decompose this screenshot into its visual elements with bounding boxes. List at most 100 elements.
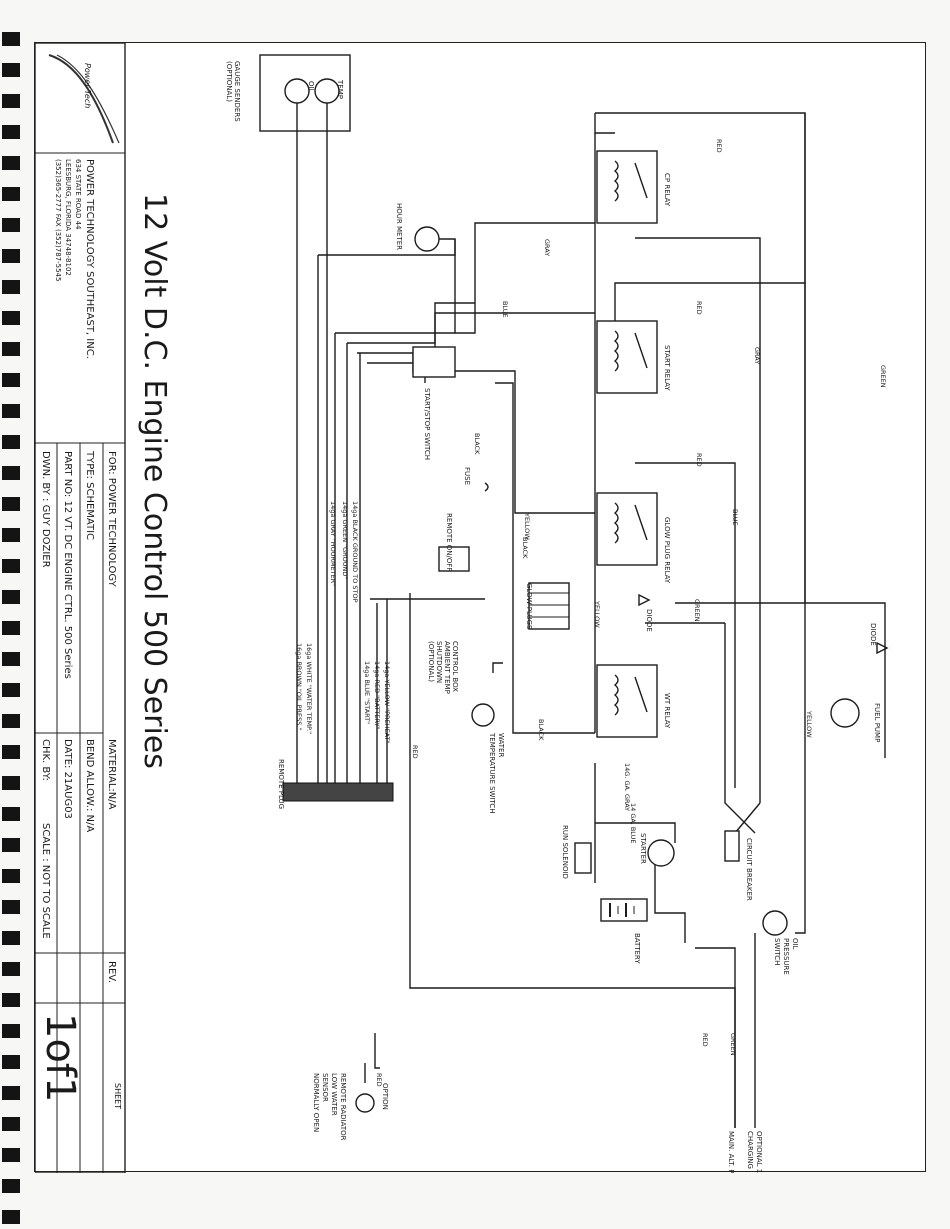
radiator-sensor-label-4: NORMALLY OPEN	[312, 1073, 320, 1132]
battery: BATTERY	[600, 898, 648, 964]
ambient-temp-shutdown: CONTROL BOX AMBIENT TEMP SHUTDOWN (OPTIO…	[427, 641, 503, 694]
fuse-label: FUSE	[463, 467, 471, 485]
remote-on-off-label: REMOTE ON/OFF	[445, 513, 453, 571]
binding-ring	[2, 652, 20, 666]
oil-pressure-switch-label-2: PRESSURE	[782, 938, 790, 975]
water-temp-switch-label-1: WATER	[497, 733, 505, 757]
optional-charging-label-1: OPTIONAL 12VDC	[755, 1131, 763, 1173]
binding-ring	[2, 838, 20, 852]
schematic-sheet: Power Tech POWER TECHNOLOGY SOUTHEAST, I…	[34, 42, 926, 1193]
plug-gray-hourmeter: 14ga GRAY "HOURMETER"	[329, 501, 337, 586]
plug-white-water-temp: 16ga WHITE "WATER TEMP."	[305, 643, 313, 734]
diode-fuel: DIODE	[869, 623, 889, 655]
binding-ring	[2, 156, 20, 170]
drawn-by-field: DWN. BY : GUY DOZIER	[40, 451, 51, 568]
binding-ring	[2, 218, 20, 232]
radiator-sensor-label-1: REMOTE RADIATOR	[339, 1073, 347, 1141]
fuel-pump: FUEL PUMP	[830, 698, 881, 742]
circuit-breaker-label: CIRCUIT BREAKER	[745, 838, 753, 901]
wire-red-bus: RED	[411, 745, 419, 759]
option-label: OPTION	[381, 1083, 389, 1110]
main-alt-label: MAIN. ALT. POS.	[727, 1131, 735, 1173]
gauge-senders-optional-label: (OPTIONAL)	[225, 61, 233, 102]
gauge-senders-label: GAUGE SENDERS	[233, 61, 241, 122]
title-block: Power Tech POWER TECHNOLOGY SOUTHEAST, I…	[34, 42, 172, 1174]
remote-radiator-sensor: OPTION REMOTE RADIATOR LOW WATER SENSOR …	[312, 1073, 389, 1141]
rev-field: REV.	[106, 961, 117, 983]
wire-red-radiator: RED	[375, 1073, 383, 1087]
ambient-temp-label-2: AMBIENT TEMP	[443, 641, 451, 694]
binding-ring	[2, 900, 20, 914]
hour-meter: HOUR METER	[395, 203, 440, 252]
plug-red-battery: 14ga RED "BATTERY"	[373, 661, 381, 730]
oil-pressure-switch-label-3: SWITCH	[773, 938, 781, 965]
binding-ring	[2, 1055, 20, 1069]
bend-allow-field: BEND ALLOW.: N/A	[84, 739, 95, 832]
fuel-pump-label: FUEL PUMP	[873, 703, 881, 742]
water-temp-switch-label-2: TEMPERATURE SWITCH	[488, 732, 496, 814]
diode-glow: DIODE	[638, 593, 653, 632]
wire-yellow-plugs: YELLOW	[593, 600, 601, 628]
water-temp-switch: WATER TEMPERATURE SWITCH	[471, 703, 505, 814]
start-stop-switch: START/STOP SWITCH	[412, 346, 456, 460]
ambient-temp-label-3: SHUTDOWN	[435, 641, 443, 683]
wire-yellow-glow: YELLOW	[523, 512, 531, 540]
plug-yellow-preheat: 14ga YELLOW "PREHEAT"	[383, 661, 391, 744]
diode-fuel-label: DIODE	[869, 623, 877, 646]
checked-by-field: CHK. BY:	[40, 739, 51, 781]
wire-green-diode: GREEN	[693, 599, 701, 622]
wiring-diagram: Power Tech POWER TECHNOLOGY SOUTHEAST, I…	[34, 42, 889, 1193]
binding-ring	[2, 373, 20, 387]
binding-ring	[2, 714, 20, 728]
start-stop-switch-label: START/STOP SWITCH	[423, 388, 431, 460]
sheet-label: SHEET	[113, 1083, 122, 1109]
wire-red-start: RED	[695, 301, 703, 315]
remote-on-off: REMOTE ON/OFF	[438, 513, 470, 572]
binding-ring	[2, 807, 20, 821]
binding-ring	[2, 1179, 20, 1193]
binding-ring	[2, 311, 20, 325]
wire-14ga-gray: 14G. GA. GRAY	[623, 763, 631, 811]
company-phone: (352)365-2777 FAX (352)787-5545	[54, 159, 62, 281]
wt-relay: WT RELAY	[596, 664, 671, 738]
plug-black-ground-stop: 14ga BLACK GROUND TO STOP	[351, 501, 359, 603]
radiator-sensor-label-3: SENSOR	[321, 1073, 329, 1102]
binding-ring	[2, 497, 20, 511]
wire-blue-switch: BLUE	[501, 301, 509, 318]
spiral-binding	[2, 32, 20, 1224]
binding-ring	[2, 63, 20, 77]
binding-ring	[2, 621, 20, 635]
radiator-sensor-label-2: LOW WATER	[330, 1073, 338, 1116]
cp-relay-label: CP RELAY	[663, 173, 671, 207]
hour-meter-label: HOUR METER	[395, 203, 403, 250]
wire-green-right: GREEN	[879, 365, 887, 388]
starter-label: STARTER	[639, 833, 647, 864]
company-logo: Power Tech	[48, 54, 120, 144]
wires	[296, 103, 886, 1128]
binding-ring	[2, 342, 20, 356]
drawing-title: 12 Volt D.C. Engine Control 500 Series	[137, 193, 172, 769]
output-terminals: MAIN. ALT. POS. OPTIONAL 12VDC CHARGING	[727, 1131, 763, 1193]
wire-labels: REDGRAYREDBLUEGRAYGREENBLACKREDBLUEYELLO…	[295, 139, 887, 1087]
wire-green-charging: GREEN	[729, 1033, 737, 1056]
binding-ring	[2, 280, 20, 294]
binding-ring	[2, 1210, 20, 1224]
gauge-senders: TEMP OIL GAUGE SENDERS (OPTIONAL)	[225, 54, 351, 132]
glow-plugs-label: GLOW PLUGS	[525, 583, 533, 630]
binding-ring	[2, 94, 20, 108]
binding-ring	[2, 962, 20, 976]
cp-relay: CP RELAY	[596, 150, 671, 224]
wt-relay-label: WT RELAY	[663, 693, 671, 729]
binding-ring	[2, 1117, 20, 1131]
date-field: DATE: 21AUG03	[62, 739, 73, 819]
binding-ring	[2, 683, 20, 697]
wire-blue-mid: BLUE	[731, 509, 739, 526]
run-solenoid-label: RUN SOLENOID	[561, 825, 569, 879]
binding-ring	[2, 466, 20, 480]
wire-red-main: RED	[701, 1033, 709, 1047]
battery-label: BATTERY	[633, 933, 641, 964]
plug-blue-start: 14ga BLUE "START"	[363, 661, 371, 724]
optional-charging-label-2: CHARGING	[746, 1131, 754, 1169]
binding-ring	[2, 1148, 20, 1162]
ambient-temp-label-1: CONTROL BOX	[451, 641, 459, 692]
